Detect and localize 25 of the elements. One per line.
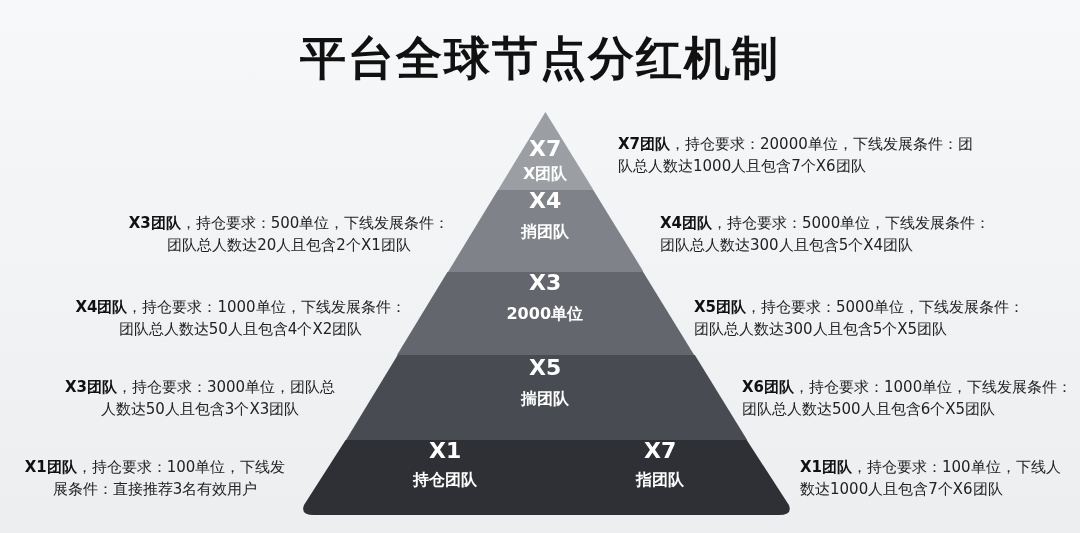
pyramid-tip: [497, 112, 593, 190]
requirement-text: X5团队，持仓要求：5000单位，下线发展条件：团队总人数达300人且包含5个X5团队: [694, 297, 1026, 340]
level-label: X7: [529, 136, 562, 161]
pyramid-band: [397, 272, 695, 355]
pyramid-band: [447, 190, 644, 272]
requirement-text: X3团队，持仓要求：500单位，下线发展条件：团队总人数达20人且包含2个X1团队: [127, 213, 451, 256]
requirement-text: X3团队，持仓要求：3000单位，团队总人数达50人且包含3个X3团队: [63, 377, 337, 420]
requirement-text: X1团队，持仓要求：100单位，下线人数达1000人且包含7个X6团队: [800, 457, 1062, 500]
team-label: 持仓团队: [413, 470, 477, 491]
level-label: X1: [429, 438, 462, 463]
team-label: 指团队: [636, 470, 684, 491]
level-label: X3: [529, 270, 562, 295]
requirement-text: X1团队，持仓要求：100单位，下线发展条件：直接推荐3名有效用户: [23, 457, 287, 500]
level-label: X5: [529, 355, 562, 380]
team-label: X团队: [523, 164, 568, 185]
requirement-text: X7团队，持仓要求：20000单位，下线发展条件：团队总人数达1000人且包含7个X6团队: [618, 134, 974, 177]
team-label: 2000单位: [506, 304, 583, 325]
requirement-text: X4团队，持仓要求：1000单位，下线发展条件：团队总人数达50人且包含4个X2团队: [74, 297, 407, 340]
team-label: 揣团队: [521, 389, 569, 410]
requirement-text: X6团队，持仓要求：1000单位，下线发展条件：团队总人数达500人且包含6个X5团队: [742, 377, 1074, 420]
requirement-text: X4团队，持仓要求：5000单位，下线发展条件：团队总人数达300人且包含5个X4团队: [660, 213, 992, 256]
level-label: X7: [644, 438, 677, 463]
team-label: 捎团队: [521, 222, 569, 243]
title: 平台全球节点分红机制: [299, 30, 781, 87]
level-label: X4: [529, 188, 562, 213]
